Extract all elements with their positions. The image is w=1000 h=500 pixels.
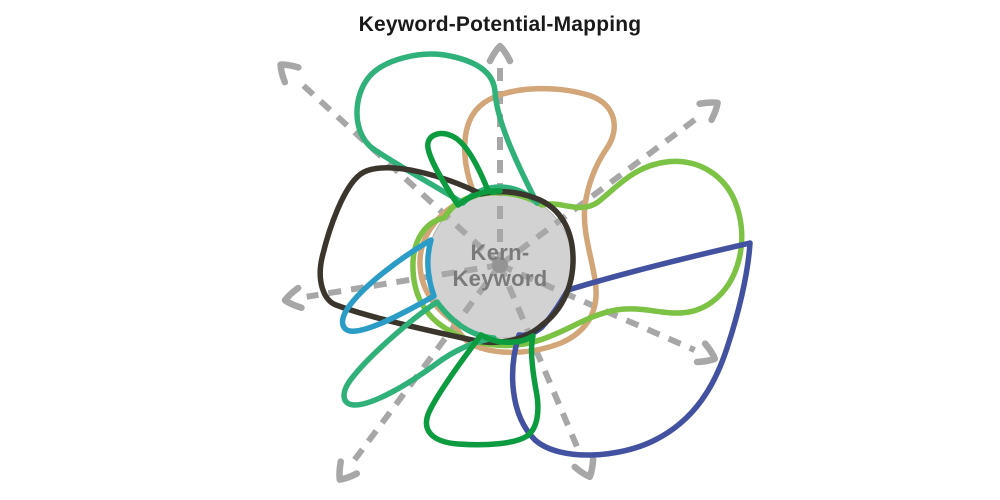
arrowhead-left bbox=[281, 284, 305, 312]
arrowhead-up bbox=[486, 42, 514, 65]
arrow-line-down-right bbox=[498, 262, 696, 353]
arrowhead-down-left bbox=[336, 458, 361, 483]
arrowhead-down bbox=[571, 455, 597, 481]
diagram-title: Keyword-Potential-Mapping bbox=[358, 13, 642, 36]
arrow-line-left bbox=[306, 262, 501, 300]
center-label-line1: Kern- bbox=[470, 240, 530, 266]
arrow-line-up-right bbox=[498, 113, 702, 268]
arrow-line-down-left bbox=[350, 263, 503, 464]
petal-cyan-left bbox=[339, 237, 437, 334]
petal-lightgreen-right bbox=[410, 158, 745, 349]
arrow-line-down bbox=[497, 263, 584, 458]
petal-emerald-top-left bbox=[354, 51, 540, 206]
center-node-label: Kern- Keyword bbox=[452, 240, 547, 292]
arrowhead-up-right bbox=[696, 99, 721, 124]
center-dot bbox=[492, 257, 508, 273]
center-label-line2: Keyword bbox=[452, 266, 548, 291]
arrowhead-down-right bbox=[693, 340, 719, 366]
petal-black-left bbox=[317, 165, 576, 346]
petal-darkgreen-bottom bbox=[423, 332, 541, 448]
arrowhead-up-left bbox=[277, 61, 302, 86]
petal-darkgreen-top bbox=[425, 130, 503, 208]
